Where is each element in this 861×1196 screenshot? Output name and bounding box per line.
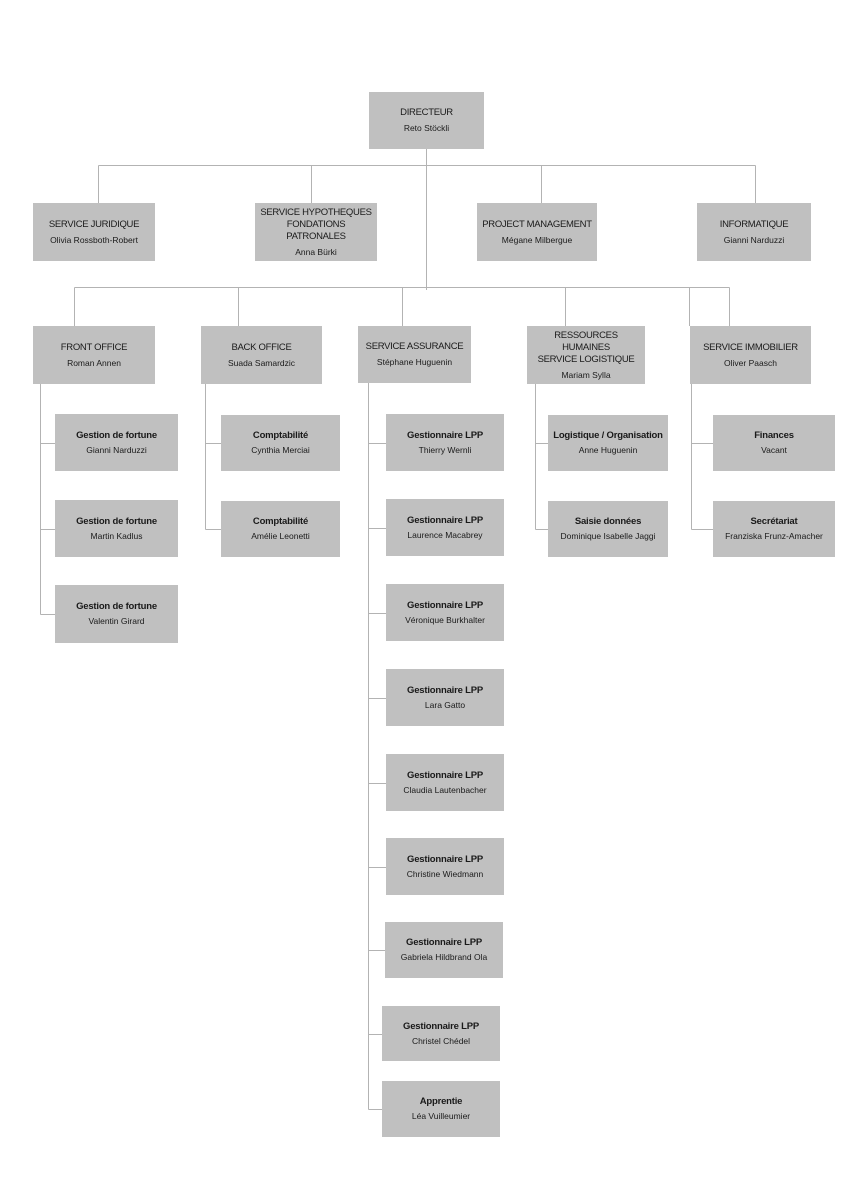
org-box-title: PROJECT MANAGEMENT (482, 218, 592, 230)
org-box-person: Lara Gatto (424, 699, 466, 710)
org-box-person: Vacant (761, 445, 787, 455)
org-box-sa2: Gestionnaire LPP Laurence Macabrey (386, 499, 504, 556)
org-box-person: Léa Vuilleumier (411, 1111, 471, 1121)
org-box-jur: SERVICE JURIDIQUE Olivia Rossboth-Robert (33, 203, 155, 261)
org-box-person: Gianni Narduzzi (723, 234, 785, 245)
org-box-person: Claudia Lautenbacher (403, 784, 487, 795)
org-box-pm: PROJECT MANAGEMENT Mégane Milbergue (477, 203, 597, 261)
org-box-title: Comptabilité (252, 516, 309, 527)
org-box-sa: SERVICE ASSURANCE Stéphane Huguenin (358, 326, 471, 383)
org-box-person: Véronique Burkhalter (405, 614, 485, 625)
org-box-person: Suada Samardzic (227, 357, 296, 368)
org-box-fo: FRONT OFFICE Roman Annen (33, 326, 155, 384)
org-box-title: SERVICE IMMOBILIER (703, 341, 798, 353)
org-box-dir: DIRECTEUR Reto Stöckli (369, 92, 484, 149)
org-box-title: Gestionnaire LPP (407, 853, 483, 865)
org-box-person: Amélie Leonetti (251, 531, 310, 541)
org-box-title: BACK OFFICE (231, 341, 292, 353)
org-box-sa4: Gestionnaire LPP Lara Gatto (386, 669, 504, 726)
org-box-person: Olivia Rossboth-Robert (50, 234, 138, 245)
org-box-title: Gestionnaire LPP (403, 1020, 479, 1032)
org-box-title: Secrétariat (750, 516, 798, 527)
org-box-sa6: Gestionnaire LPP Christine Wiedmann (386, 838, 504, 895)
org-box-title: Gestion de fortune (76, 601, 157, 612)
org-box-person: Martin Kadlus (90, 530, 143, 541)
org-box-title: Gestion de fortune (76, 515, 157, 527)
org-box-person: Oliver Paasch (724, 357, 777, 368)
org-box-title: Gestionnaire LPP (407, 684, 483, 696)
org-box-sa1: Gestionnaire LPP Thierry Wernli (386, 414, 504, 471)
org-box-title: Apprentie (419, 1096, 463, 1107)
org-box-person: Anna Bürki (295, 246, 337, 257)
org-box-sa8: Gestionnaire LPP Christel Chédel (382, 1006, 500, 1061)
org-box-person: Christine Wiedmann (406, 868, 484, 879)
org-box-person: Reto Stöckli (403, 123, 450, 133)
org-box-person: Christel Chédel (411, 1035, 471, 1046)
org-box-sa7: Gestionnaire LPP Gabriela Hildbrand Ola (385, 922, 503, 978)
org-box-title: DIRECTEUR (400, 107, 453, 118)
org-box-person: Gianni Narduzzi (86, 444, 147, 455)
org-box-person: Thierry Wernli (418, 444, 472, 455)
org-box-person: Gabriela Hildbrand Ola (400, 952, 488, 962)
org-box-person: Mariam Sylla (561, 369, 611, 380)
org-box-person: Valentin Girard (88, 616, 145, 626)
org-box-title: Gestionnaire LPP (407, 514, 483, 526)
org-box-title: Gestionnaire LPP (407, 769, 483, 781)
org-box-sa5: Gestionnaire LPP Claudia Lautenbacher (386, 754, 504, 811)
org-box-person: Cynthia Merciai (251, 445, 310, 455)
org-box-title: Comptabilité (252, 430, 309, 441)
org-box-title: SERVICE ASSURANCE (365, 341, 464, 352)
org-box-title: Gestion de fortune (76, 429, 157, 441)
org-box-person: Franziska Frunz-Amacher (725, 531, 823, 541)
org-box-person: Mégane Milbergue (501, 234, 573, 245)
org-box-title: Gestionnaire LPP (407, 429, 483, 441)
org-box-person: Anne Huguenin (578, 445, 638, 455)
org-box-person: Laurence Macabrey (407, 529, 483, 540)
org-box-title: Gestionnaire LPP (406, 937, 482, 948)
org-box-title: Gestionnaire LPP (407, 599, 483, 611)
org-box-person: Stéphane Huguenin (376, 357, 453, 367)
org-box-person: Roman Annen (67, 357, 121, 368)
org-box-bo: BACK OFFICE Suada Samardzic (201, 326, 322, 384)
org-box-inf: INFORMATIQUE Gianni Narduzzi (697, 203, 811, 261)
org-box-sa3: Gestionnaire LPP Véronique Burkhalter (386, 584, 504, 641)
org-box-title: Finances (754, 430, 794, 441)
org-box-si: SERVICE IMMOBILIER Oliver Paasch (690, 326, 811, 384)
org-box-title: Logistique / Organisation (553, 430, 663, 441)
org-box-title: Saisie données (574, 516, 642, 527)
org-box-person: Dominique Isabelle Jaggi (560, 531, 656, 541)
org-box-title: INFORMATIQUE (719, 218, 789, 230)
org-box-title: FRONT OFFICE (60, 341, 128, 353)
org-box-title: SERVICE JURIDIQUE (48, 218, 140, 230)
